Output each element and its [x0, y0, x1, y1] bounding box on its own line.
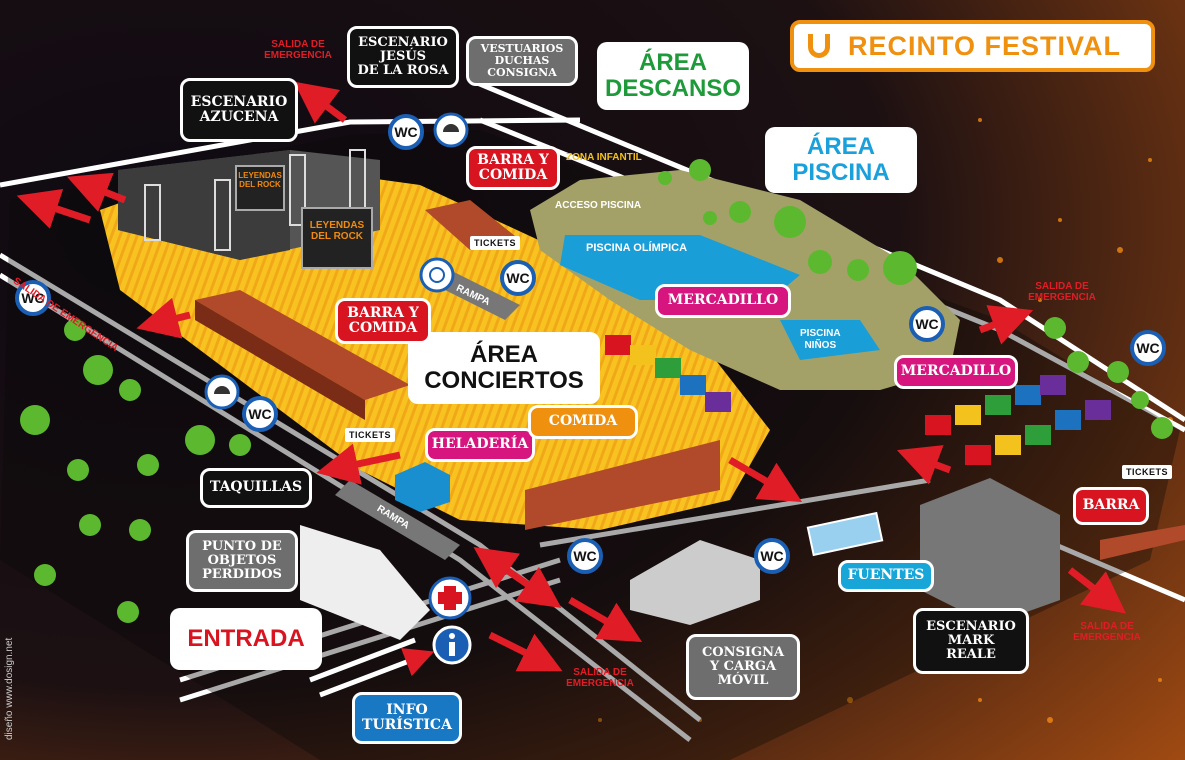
stage-jesus-label[interactable]: ESCENARIO JESÚS DE LA ROSA: [347, 26, 459, 88]
bar-food-label-top[interactable]: BARRA Y COMIDA: [466, 146, 560, 190]
bar-wall-left: [195, 300, 365, 420]
shower-icon-2: [204, 374, 240, 410]
market-label-right[interactable]: MERCADILLO: [894, 355, 1018, 389]
area-conciertos-label[interactable]: ÁREA CONCIERTOS: [408, 332, 600, 404]
olympic-pool: [560, 235, 800, 300]
ice-cream-stand: [395, 462, 450, 512]
fountains-label[interactable]: FUENTES: [838, 560, 934, 592]
market-stalls-right: [925, 375, 1111, 465]
info-icon: [432, 625, 472, 665]
area-descanso-label[interactable]: ÁREA DESCANSO: [597, 42, 749, 110]
area-piscina-label[interactable]: ÁREA PISCINA: [765, 127, 917, 193]
market-label-left[interactable]: MERCADILLO: [655, 284, 791, 318]
stage-azucena-label[interactable]: ESCENARIO AZUCENA: [180, 78, 298, 142]
first-aid-icon: [428, 576, 472, 620]
wc-icon: WC: [388, 114, 424, 150]
emergency-arrows: [16, 81, 1127, 672]
accessibility-icon: [419, 257, 455, 293]
screen-text-large: LEYENDAS DEL ROCK: [309, 220, 365, 242]
design-credit: diseño www.dosign.net: [4, 637, 15, 740]
festival-logo-icon: [808, 34, 830, 58]
consigna-building: [630, 540, 760, 625]
lost-found-label[interactable]: PUNTO DE OBJETOS PERDIDOS: [186, 530, 298, 592]
food-stalls: [525, 440, 720, 530]
kids-pool: [780, 320, 880, 360]
entrance-label[interactable]: ENTRADA: [170, 608, 322, 670]
trees: [20, 159, 1173, 623]
emergency-exit-bottom: SALIDA DE EMERGENCIA: [566, 667, 634, 689]
emergency-exit-right-top: SALIDA DE EMERGENCIA: [1028, 281, 1096, 303]
olympic-pool-label: PISCINA OLÍMPICA: [586, 242, 688, 254]
ice-cream-label[interactable]: HELADERÍA: [425, 428, 535, 462]
wc-icon: WC: [15, 280, 51, 316]
market-stalls-left: [605, 335, 731, 412]
wc-icon: WC: [567, 538, 603, 574]
emergency-exit-right-bottom: SALIDA DE EMERGENCIA: [1073, 621, 1141, 643]
food-label[interactable]: COMIDA: [528, 405, 638, 439]
tickets-sign-right: TICKETS: [1122, 465, 1173, 479]
bar-right-building: [1100, 525, 1185, 560]
kids-zone-label: ZONA INFANTIL: [566, 152, 642, 163]
fountains: [806, 511, 884, 557]
title-box: RECINTO FESTIVAL: [790, 20, 1155, 72]
tickets-sign-top: TICKETS: [470, 236, 521, 250]
emergency-exit-top: SALIDA DE EMERGENCIA: [264, 39, 332, 61]
video-screens: [235, 165, 373, 269]
bar-food-label-left[interactable]: BARRA Y COMIDA: [335, 298, 431, 344]
screen-text-small: LEYENDAS DEL ROCK: [238, 171, 282, 189]
stage-mark-reale-building: [920, 478, 1060, 625]
bar-roof-left: [195, 290, 410, 400]
tickets-sign-left: TICKETS: [345, 428, 396, 442]
ramp-lower: [335, 480, 460, 560]
kids-pool-label: PISCINA NIÑOS: [800, 328, 841, 351]
stage-mark-label[interactable]: ESCENARIO MARK REALE: [913, 608, 1029, 674]
lockers-label[interactable]: VESTUARIOS DUCHAS CONSIGNA: [466, 36, 578, 86]
page-title: RECINTO FESTIVAL: [848, 30, 1122, 61]
wc-icon: WC: [1130, 330, 1166, 366]
entrance-arrows: [309, 637, 435, 698]
tourist-info-label[interactable]: INFO TURÍSTICA: [352, 692, 462, 744]
consigna-label[interactable]: CONSIGNA Y CARGA MÓVIL: [686, 634, 800, 700]
wc-icon: WC: [500, 260, 536, 296]
shower-icon-1: [433, 112, 469, 148]
ticket-office-building: [300, 525, 430, 640]
pool-access-label: ACCESO PISCINA: [555, 200, 642, 211]
ticket-office-label[interactable]: TAQUILLAS: [200, 468, 312, 508]
wc-icon: WC: [909, 306, 945, 342]
bar-label-right[interactable]: BARRA: [1073, 487, 1149, 525]
wc-icon: WC: [242, 396, 278, 432]
wc-icon: WC: [754, 538, 790, 574]
